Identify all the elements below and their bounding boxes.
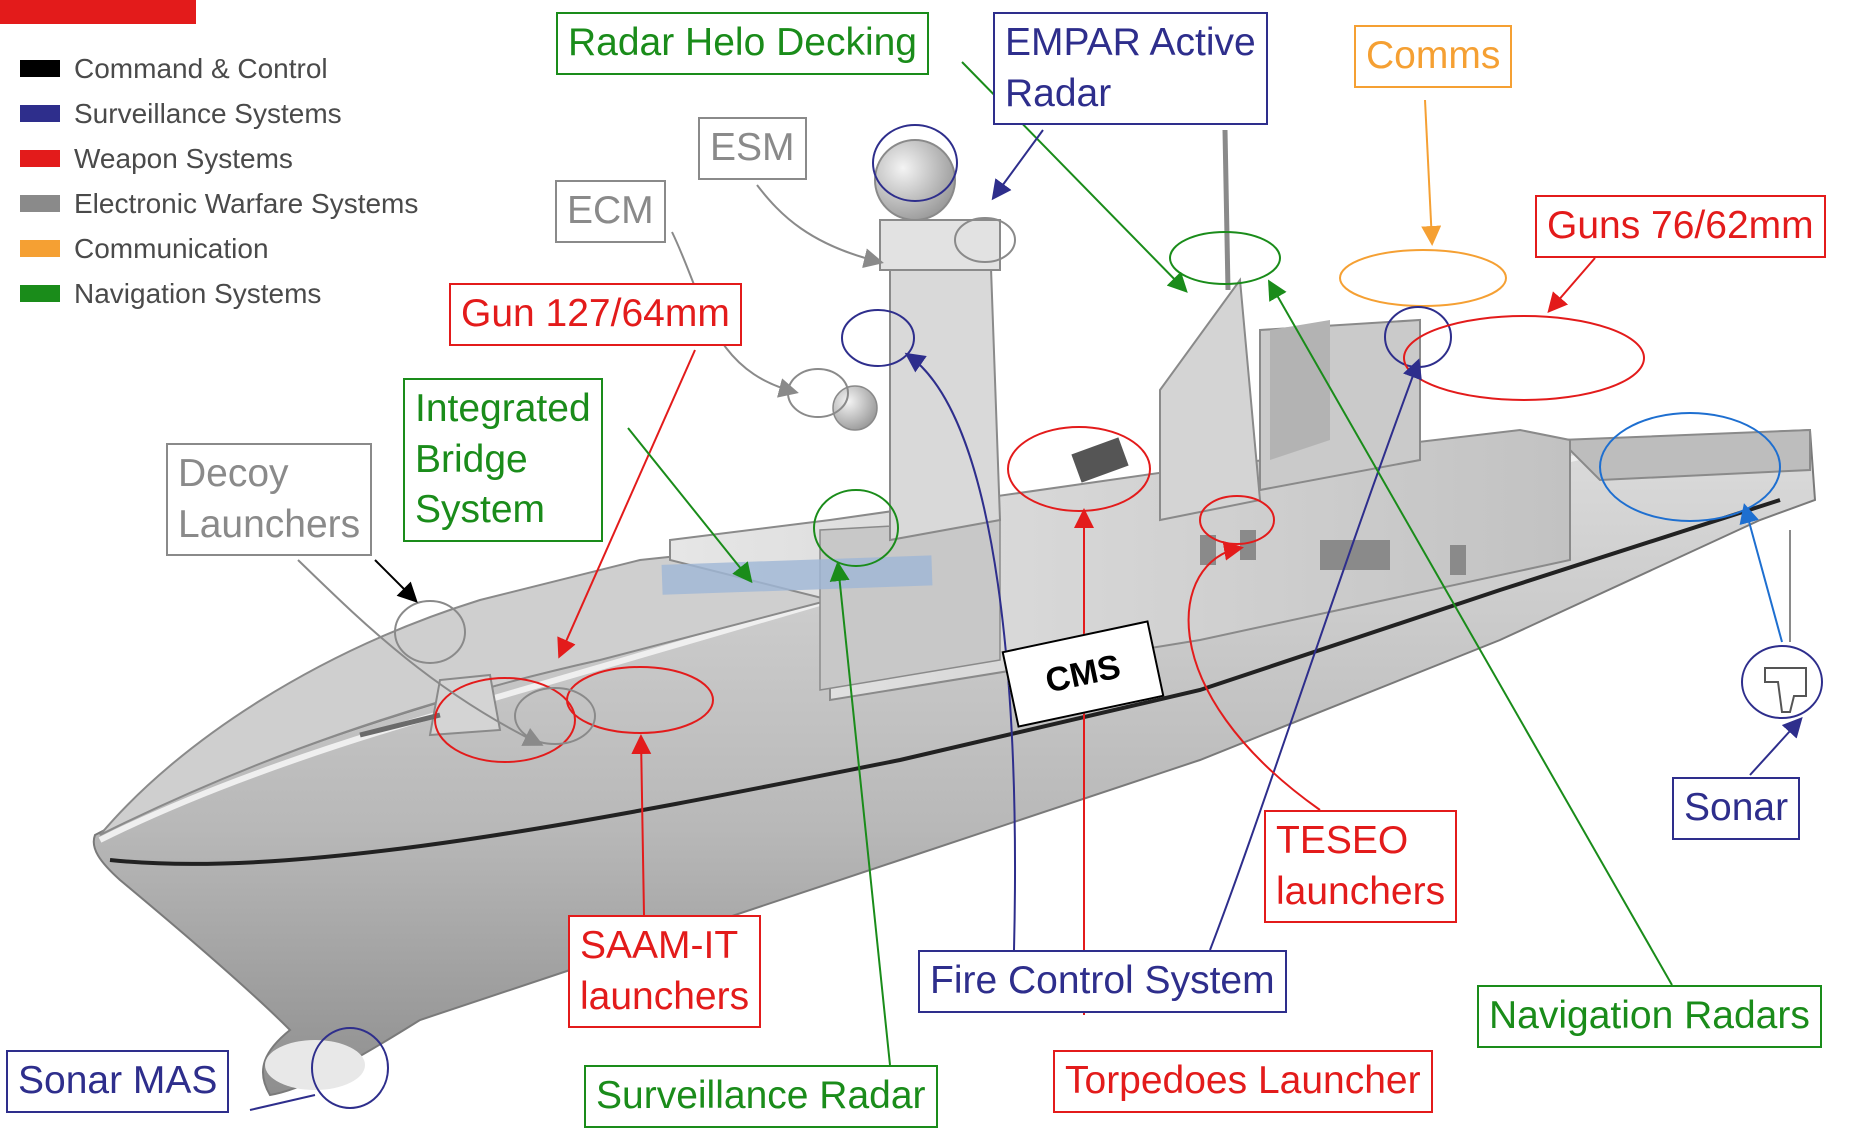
callout-integrated-bridge-system: Integrated Bridge System (403, 378, 603, 543)
callout-label: Decoy (178, 452, 289, 495)
callout-empar-active-radar: EMPAR Active Radar (993, 12, 1268, 126)
callout-surveillance-radar: Surveillance Radar (584, 1065, 938, 1128)
empar-marker (872, 124, 958, 202)
legend-item: Weapon Systems (20, 136, 418, 181)
callout-label: Launchers (178, 502, 361, 546)
legend-swatch (20, 60, 60, 77)
esm-marker (954, 217, 1016, 263)
callout-label: TESEO (1276, 819, 1409, 862)
helo-deck-marker (1599, 412, 1781, 522)
legend-label: Communication (74, 232, 269, 264)
saam-marker (566, 666, 714, 734)
callout-sonar: Sonar (1672, 777, 1801, 840)
legend-label: Weapon Systems (74, 142, 293, 174)
surveillance-radar-marker (813, 489, 899, 567)
callout-label: Comms (1366, 34, 1501, 77)
callout-fire-control-system: Fire Control System (918, 950, 1287, 1013)
callout-label: ESM (710, 126, 795, 169)
callout-label: Torpedoes Launcher (1065, 1059, 1421, 1102)
callout-label: CMS (1041, 647, 1124, 700)
callout-label: launchers (580, 974, 750, 1018)
callout-label: Surveillance Radar (596, 1074, 926, 1117)
callout-label: Bridge (415, 437, 528, 481)
legend-swatch (20, 240, 60, 257)
callout-navigation-radars: Navigation Radars (1477, 985, 1822, 1048)
callout-ecm: ECM (555, 180, 666, 243)
callout-guns-76-62mm: Guns 76/62mm (1535, 195, 1826, 258)
legend-swatch (20, 195, 60, 212)
callout-label: Integrated (415, 387, 591, 430)
gun-127-marker (434, 677, 576, 763)
callout-label: Gun 127/64mm (461, 292, 730, 335)
legend-label: Command & Control (74, 52, 328, 84)
decoy-aux-marker (514, 687, 596, 745)
sonar-mas-marker (311, 1027, 389, 1109)
legend-item: Electronic Warfare Systems (20, 181, 418, 226)
legend-swatch (20, 285, 60, 302)
corner-accent-bar (0, 0, 196, 24)
legend-label: Electronic Warfare Systems (74, 187, 419, 219)
legend-item: Command & Control (20, 46, 418, 91)
legend-swatch (20, 105, 60, 122)
legend-label: Navigation Systems (74, 277, 322, 309)
callout-label: Fire Control System (930, 959, 1275, 1002)
callout-label: Guns 76/62mm (1547, 204, 1814, 247)
legend-swatch (20, 150, 60, 167)
callout-label: Radar (1005, 71, 1112, 115)
callout-teseo-launchers: TESEO launchers (1264, 810, 1458, 924)
callout-label: Radar Helo Decking (568, 21, 918, 64)
fire-control-fwd-marker (841, 309, 915, 367)
callout-label: Navigation Radars (1489, 994, 1810, 1037)
callout-comms: Comms (1354, 25, 1513, 88)
legend-item: Navigation Systems (20, 271, 418, 316)
callout-torpedoes-launcher: Torpedoes Launcher (1053, 1050, 1433, 1113)
callout-label: System (415, 488, 546, 532)
legend-item: Surveillance Systems (20, 91, 418, 136)
callout-decoy-launchers: Decoy Launchers (166, 443, 373, 557)
callout-sonar-mas: Sonar MAS (6, 1050, 230, 1113)
callout-label: Sonar MAS (18, 1059, 218, 1102)
callout-gun-127-64mm: Gun 127/64mm (449, 283, 742, 346)
callout-label: launchers (1276, 869, 1446, 913)
callout-label: Sonar (1684, 786, 1789, 829)
legend: Command & Control Surveillance Systems W… (20, 46, 418, 316)
callout-saam-it-launchers: SAAM-IT launchers (568, 915, 762, 1029)
callout-label: EMPAR Active (1005, 21, 1256, 64)
callout-esm: ESM (698, 117, 807, 180)
radar-helo-marker (1169, 231, 1281, 285)
callout-label: SAAM-IT (580, 924, 739, 967)
decoy-marker (394, 600, 466, 664)
stern-sonar-housing (1764, 667, 1807, 713)
leader-lines (249, 61, 1803, 1111)
guns-76-marker (1403, 315, 1645, 401)
callout-radar-helo-decking: Radar Helo Decking (556, 12, 930, 75)
callout-label: ECM (567, 189, 654, 232)
comms-marker (1339, 249, 1507, 307)
legend-item: Communication (20, 226, 418, 271)
legend-label: Surveillance Systems (74, 97, 342, 129)
